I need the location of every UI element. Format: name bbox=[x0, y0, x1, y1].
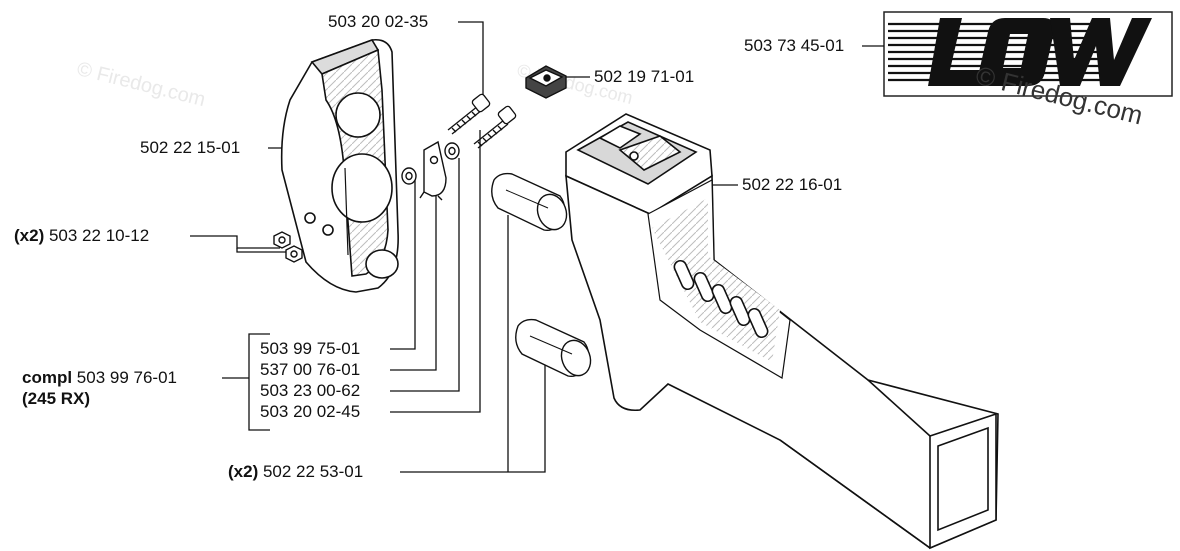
part-number-damper: 502 22 53-01 bbox=[262, 462, 364, 481]
part-number-nut: 503 22 10-12 bbox=[48, 226, 150, 245]
clip-nut bbox=[525, 65, 567, 99]
quantity-damper: (x2) bbox=[228, 462, 259, 481]
compl-word: compl bbox=[22, 368, 73, 387]
part-label-kit-2: 537 00 76-01 bbox=[260, 360, 361, 379]
screws bbox=[447, 93, 517, 149]
rubber-dampers bbox=[491, 172, 592, 378]
part-label-nut: (x2) 503 22 10-12 bbox=[14, 226, 149, 246]
compl-model-text: (245 RX) bbox=[22, 389, 91, 408]
part-label-clip-nut: 502 19 71-01 bbox=[594, 67, 695, 86]
part-label-cover: 502 22 15-01 bbox=[140, 138, 241, 157]
low-decal bbox=[883, 11, 1173, 97]
handle-body bbox=[565, 113, 999, 550]
compl-model: (245 RX) bbox=[22, 389, 90, 409]
washers-clip bbox=[401, 140, 460, 201]
part-label-compl: compl 503 99 76-01 bbox=[22, 368, 177, 388]
part-label-decal: 503 73 45-01 bbox=[744, 36, 845, 55]
part-label-screw-top: 503 20 02-35 bbox=[328, 12, 429, 31]
part-label-kit-4: 503 20 02-45 bbox=[260, 402, 361, 421]
part-label-kit-1: 503 99 75-01 bbox=[260, 339, 361, 358]
compl-number: 503 99 76-01 bbox=[76, 368, 177, 387]
leader-lines bbox=[190, 21, 884, 473]
part-label-handle: 502 22 16-01 bbox=[742, 175, 843, 194]
part-label-damper: (x2) 502 22 53-01 bbox=[228, 462, 363, 482]
part-label-kit-3: 503 23 00-62 bbox=[260, 381, 361, 400]
hex-nuts bbox=[273, 231, 303, 263]
cover-plate bbox=[280, 38, 399, 293]
quantity-nut: (x2) bbox=[14, 226, 45, 245]
